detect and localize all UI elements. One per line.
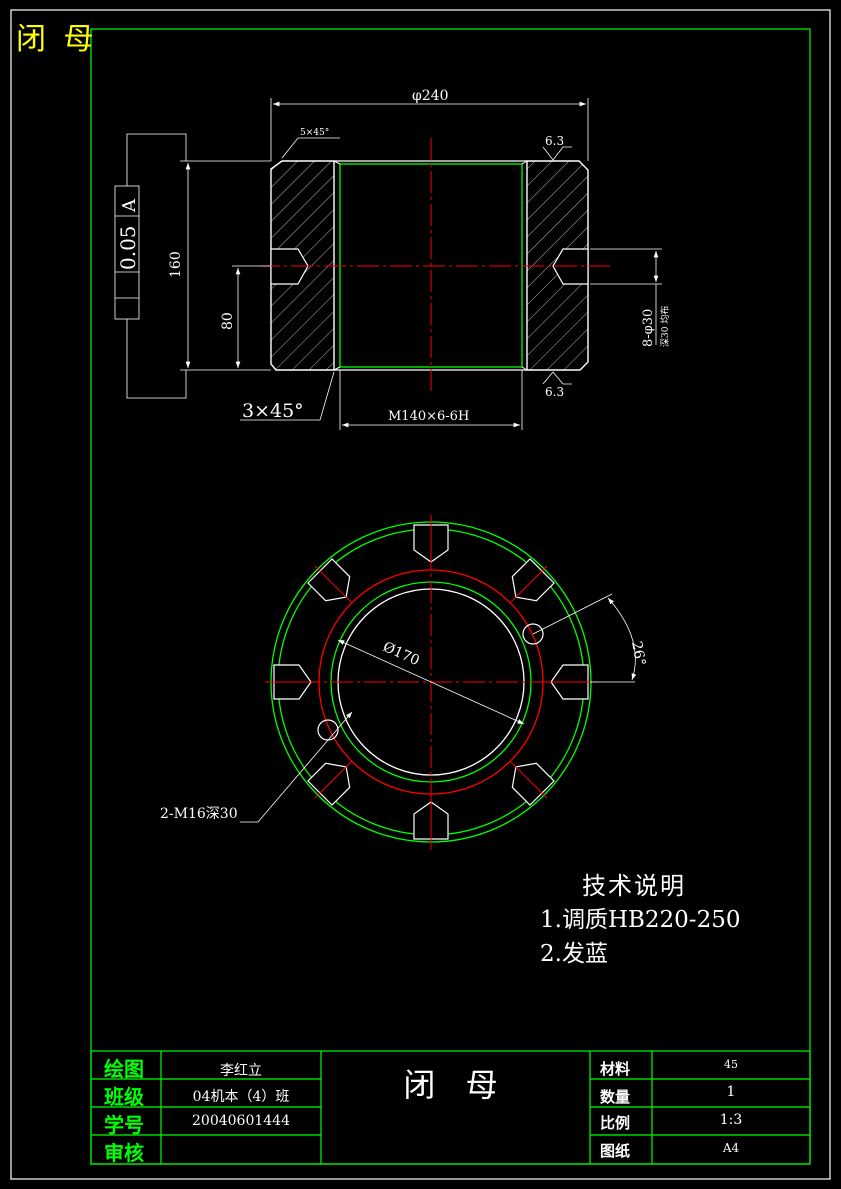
tolerance-datum: A bbox=[119, 198, 140, 213]
dim-angle: 26° bbox=[628, 640, 648, 667]
radial-hole bbox=[413, 518, 449, 570]
radial-hole bbox=[509, 760, 555, 806]
radial-hole bbox=[307, 760, 353, 806]
threaded-hole-2 bbox=[317, 719, 339, 741]
dim-height-80: 80 bbox=[220, 312, 236, 330]
dim-diameter-240: φ240 bbox=[412, 88, 449, 104]
tb-label-id: 学号 bbox=[104, 1113, 144, 1137]
left-side-hole bbox=[270, 248, 309, 285]
tb-prop-sheet-value: A4 bbox=[722, 1141, 740, 1155]
tb-prop-material-value: 45 bbox=[724, 1058, 738, 1071]
tb-prop-scale-value: 1:3 bbox=[719, 1112, 743, 1128]
radial-hole bbox=[509, 558, 555, 604]
tb-prop-qty-label: 数量 bbox=[600, 1088, 631, 1106]
tb-value-class: 04机本（4）班 bbox=[192, 1089, 290, 1105]
radial-hole bbox=[543, 664, 595, 700]
tech-note-2: 2.发蓝 bbox=[540, 941, 608, 967]
tech-notes-title: 技术说明 bbox=[582, 872, 686, 900]
radial-hole bbox=[413, 794, 449, 846]
dim-pitch-circle: Ø170 bbox=[380, 639, 421, 669]
chamfer-bottom-label: 3×45° bbox=[242, 400, 304, 422]
front-dimensions bbox=[114, 98, 662, 430]
tb-part-name: 闭 母 bbox=[403, 1066, 508, 1104]
radial-hole bbox=[267, 664, 319, 700]
roughness-top-label: 6.3 bbox=[545, 134, 564, 148]
tb-prop-scale-label: 比例 bbox=[600, 1114, 631, 1132]
tb-label-class: 班级 bbox=[104, 1085, 144, 1109]
tb-value-drawn: 李红立 bbox=[220, 1063, 262, 1079]
tb-label-drawn: 绘图 bbox=[104, 1057, 144, 1081]
front-view bbox=[258, 138, 610, 395]
tb-prop-qty-value: 1 bbox=[726, 1084, 736, 1100]
radial-hole bbox=[307, 558, 353, 604]
corner-title: 闭 母 bbox=[16, 22, 98, 57]
tech-note-1: 1.调质HB220-250 bbox=[540, 907, 741, 933]
dim-height-160: 160 bbox=[168, 251, 184, 278]
chamfer-top-label: 5×45° bbox=[300, 128, 329, 138]
outer-border bbox=[10, 9, 831, 1180]
threaded-holes-label: 2-M16深30 bbox=[160, 806, 238, 822]
holes-label: 8-φ30 bbox=[641, 309, 656, 347]
tb-value-id: 20040601444 bbox=[192, 1113, 290, 1129]
tolerance-value: 0.05 bbox=[116, 225, 140, 270]
dim-thread: M140×6-6H bbox=[388, 409, 469, 424]
roughness-bottom-label: 6.3 bbox=[545, 385, 564, 399]
title-block bbox=[90, 1050, 811, 1165]
tb-prop-material-label: 材料 bbox=[600, 1060, 631, 1078]
threaded-hole-1 bbox=[522, 623, 544, 645]
tb-label-review: 审核 bbox=[104, 1141, 144, 1165]
tb-prop-sheet-label: 图纸 bbox=[600, 1142, 631, 1160]
holes-sub-label: 深30 均布 bbox=[659, 306, 671, 347]
top-view bbox=[240, 515, 637, 850]
